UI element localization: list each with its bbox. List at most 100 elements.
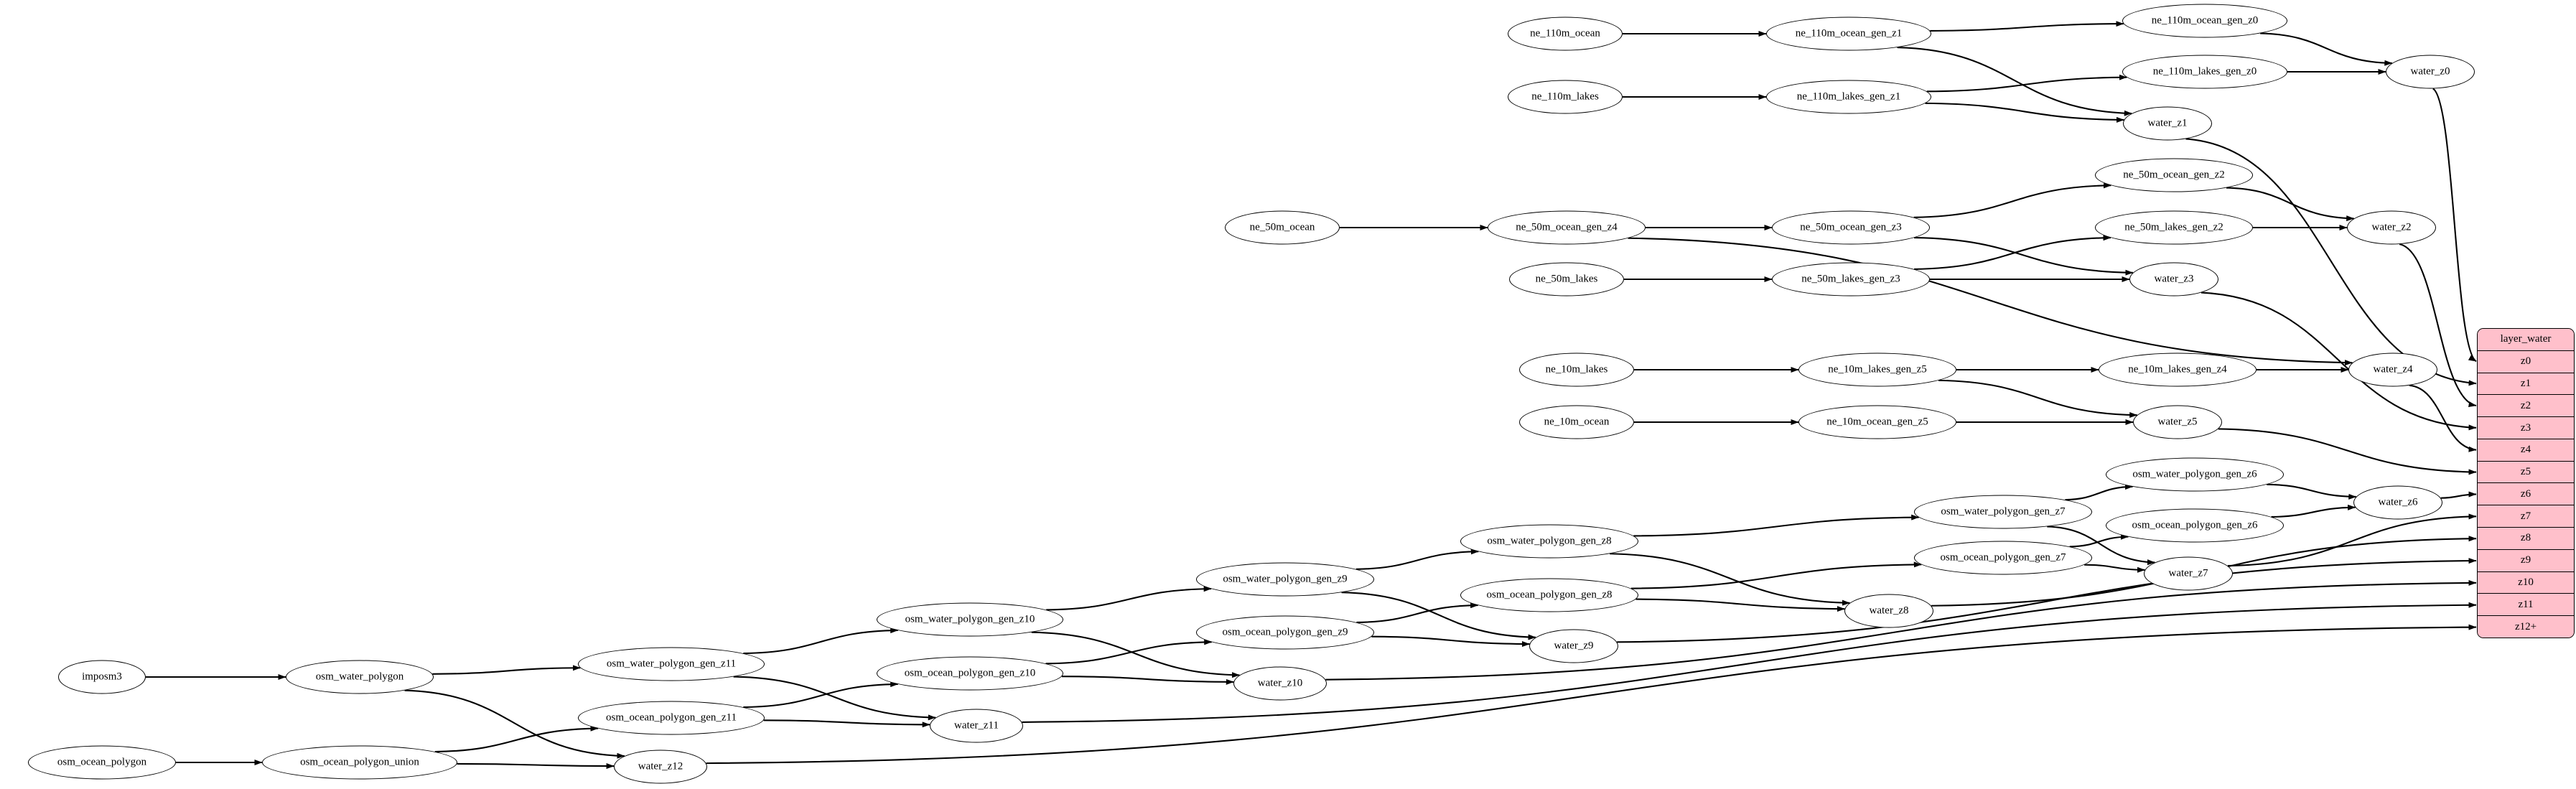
graph-edge: [2409, 384, 2477, 452]
graph-node-water-z10[interactable]: water_z10: [1233, 666, 1327, 701]
graph-node-osm-ocean-polygon[interactable]: osm_ocean_polygon: [28, 745, 176, 780]
layer-water-row-z4[interactable]: z4: [2478, 439, 2574, 462]
graph-edge: [2201, 291, 2477, 431]
graph-node-osm-water-polygon-gen-z6[interactable]: osm_water_polygon_gen_z6: [2106, 457, 2284, 492]
layer-water-table-header: layer_water: [2478, 329, 2574, 351]
graph-node-osm-water-polygon-gen-z10[interactable]: osm_water_polygon_gen_z10: [877, 602, 1063, 637]
graph-node-ne-110m-ocean-gen-z1[interactable]: ne_110m_ocean_gen_z1: [1766, 17, 1931, 51]
layer-water-row-z10[interactable]: z10: [2478, 571, 2574, 594]
graph-edge: [1355, 548, 1479, 570]
graph-node-water-z2[interactable]: water_z2: [2347, 210, 2436, 245]
graph-node-osm-water-polygon-gen-z11[interactable]: osm_water_polygon_gen_z11: [578, 647, 765, 681]
graph-node-ne-50m-ocean-gen-z3[interactable]: ne_50m_ocean_gen_z3: [1772, 210, 1930, 245]
graph-edge: [2267, 483, 2357, 500]
graph-edge: [1628, 237, 2353, 366]
graph-node-osm-water-polygon-gen-z7[interactable]: osm_water_polygon_gen_z7: [1914, 495, 2092, 529]
graph-node-water-z11[interactable]: water_z11: [930, 709, 1023, 743]
graph-node-water-z1[interactable]: water_z1: [2123, 106, 2212, 141]
graph-edge: [2432, 88, 2477, 363]
graph-edge: [1926, 74, 2127, 93]
graph-node-water-z0[interactable]: water_z0: [2386, 55, 2475, 89]
graph-edge: [763, 719, 930, 728]
graph-edge: [2227, 513, 2477, 567]
layer-water-row-z3[interactable]: z3: [2478, 417, 2574, 439]
graph-edge: [1046, 586, 1212, 611]
layer-water-row-z11[interactable]: z11: [2478, 594, 2574, 617]
layer-water-row-z12plus[interactable]: z12+: [2478, 616, 2574, 638]
graph-node-water-z8[interactable]: water_z8: [1844, 594, 1933, 628]
graph-node-water-z6[interactable]: water_z6: [2353, 485, 2442, 520]
graph-edge: [404, 689, 625, 759]
graph-edge: [1341, 592, 1536, 640]
layer-water-row-z2[interactable]: z2: [2478, 395, 2574, 418]
layer-water-row-z6[interactable]: z6: [2478, 483, 2574, 506]
graph-edge: [1630, 561, 1922, 589]
graph-edge: [1938, 379, 2138, 418]
graph-edge: [733, 676, 936, 721]
graph-node-ne-50m-ocean-gen-z2[interactable]: ne_50m_ocean_gen_z2: [2095, 158, 2253, 192]
graph-node-osm-ocean-polygon-gen-z11[interactable]: osm_ocean_polygon_gen_z11: [578, 701, 765, 735]
graph-edge: [1325, 579, 2477, 681]
graph-edge: [2069, 533, 2129, 548]
graph-edge: [1930, 21, 2124, 32]
graph-node-ne-50m-ocean-gen-z4[interactable]: ne_50m_ocean_gen_z4: [1488, 210, 1646, 245]
graph-node-ne-10m-lakes[interactable]: ne_10m_lakes: [1519, 353, 1634, 387]
graph-node-ne-50m-ocean[interactable]: ne_50m_ocean: [1225, 210, 1340, 245]
graph-node-water-z7[interactable]: water_z7: [2144, 556, 2233, 591]
graph-edge: [1913, 182, 2111, 218]
graph-node-osm-water-polygon-gen-z8[interactable]: osm_water_polygon_gen_z8: [1460, 524, 1638, 559]
graph-node-ne-50m-lakes-gen-z2[interactable]: ne_50m_lakes_gen_z2: [2095, 210, 2253, 245]
graph-node-osm-ocean-polygon-gen-z6[interactable]: osm_ocean_polygon_gen_z6: [2106, 508, 2284, 543]
graph-edge: [2399, 243, 2477, 407]
graph-edge: [1633, 514, 1920, 537]
graph-node-ne-10m-ocean-gen-z5[interactable]: ne_10m_ocean_gen_z5: [1798, 405, 1956, 439]
graph-node-water-z4[interactable]: water_z4: [2348, 353, 2437, 387]
graph-node-osm-water-polygon[interactable]: osm_water_polygon: [286, 660, 434, 694]
layer-water-row-z5[interactable]: z5: [2478, 461, 2574, 484]
graph-node-osm-ocean-polygon-gen-z10[interactable]: osm_ocean_polygon_gen_z10: [877, 656, 1063, 691]
graph-edge: [2047, 526, 2155, 566]
graph-edge: [1061, 676, 1234, 685]
layer-water-row-z1[interactable]: z1: [2478, 373, 2574, 396]
graph-node-water-z12[interactable]: water_z12: [614, 750, 707, 784]
graph-edge: [1897, 46, 2132, 116]
graph-node-ne-50m-lakes[interactable]: ne_50m_lakes: [1509, 262, 1624, 297]
graph-node-osm-ocean-polygon-gen-z9[interactable]: osm_ocean_polygon_gen_z9: [1196, 615, 1374, 650]
layer-water-row-z8[interactable]: z8: [2478, 528, 2574, 550]
graph-node-osm-ocean-polygon-gen-z7[interactable]: osm_ocean_polygon_gen_z7: [1914, 541, 2092, 575]
graph-edge: [1617, 558, 2477, 643]
graph-edge: [432, 665, 581, 675]
graph-node-ne-10m-ocean[interactable]: ne_10m_ocean: [1519, 405, 1634, 439]
graph-edge: [706, 624, 2477, 765]
graph-node-osm-ocean-polygon-union[interactable]: osm_ocean_polygon_union: [262, 745, 457, 780]
graph-edge: [1045, 639, 1213, 665]
graph-edge: [2260, 32, 2393, 66]
graph-node-ne-110m-lakes-gen-z1[interactable]: ne_110m_lakes_gen_z1: [1766, 80, 1931, 114]
layer-water-row-z7[interactable]: z7: [2478, 505, 2574, 528]
graph-node-ne-110m-ocean[interactable]: ne_110m_ocean: [1508, 17, 1623, 51]
graph-edge: [1022, 602, 2477, 723]
graph-edge: [743, 627, 899, 655]
graph-node-osm-ocean-polygon-gen-z8[interactable]: osm_ocean_polygon_gen_z8: [1460, 578, 1638, 612]
graph-edge: [1925, 102, 2124, 123]
graph-edge: [2271, 504, 2356, 518]
graph-node-ne-10m-lakes-gen-z5[interactable]: ne_10m_lakes_gen_z5: [1798, 353, 1956, 387]
graph-node-ne-50m-lakes-gen-z3[interactable]: ne_50m_lakes_gen_z3: [1772, 262, 1930, 297]
layer-water-row-z9[interactable]: z9: [2478, 549, 2574, 572]
graph-edge: [2084, 564, 2146, 573]
graph-node-water-z3[interactable]: water_z3: [2129, 262, 2218, 297]
graph-edge: [434, 725, 599, 753]
graph-node-ne-110m-lakes-gen-z0[interactable]: ne_110m_lakes_gen_z0: [2122, 55, 2287, 89]
graph-edge: [2218, 428, 2477, 475]
graph-edge: [1914, 237, 2134, 276]
graph-node-imposm3[interactable]: imposm3: [58, 660, 146, 694]
graph-node-ne-110m-lakes[interactable]: ne_110m_lakes: [1508, 80, 1623, 114]
graph-node-ne-10m-lakes-gen-z4[interactable]: ne_10m_lakes_gen_z4: [2099, 353, 2257, 387]
layer-water-row-z0[interactable]: z0: [2478, 350, 2574, 373]
graph-node-water-z9[interactable]: water_z9: [1529, 629, 1618, 663]
graph-node-water-z5[interactable]: water_z5: [2133, 405, 2222, 439]
graph-node-osm-water-polygon-gen-z9[interactable]: osm_water_polygon_gen_z9: [1196, 562, 1374, 597]
graph-node-ne-110m-ocean-gen-z0[interactable]: ne_110m_ocean_gen_z0: [2122, 4, 2287, 38]
